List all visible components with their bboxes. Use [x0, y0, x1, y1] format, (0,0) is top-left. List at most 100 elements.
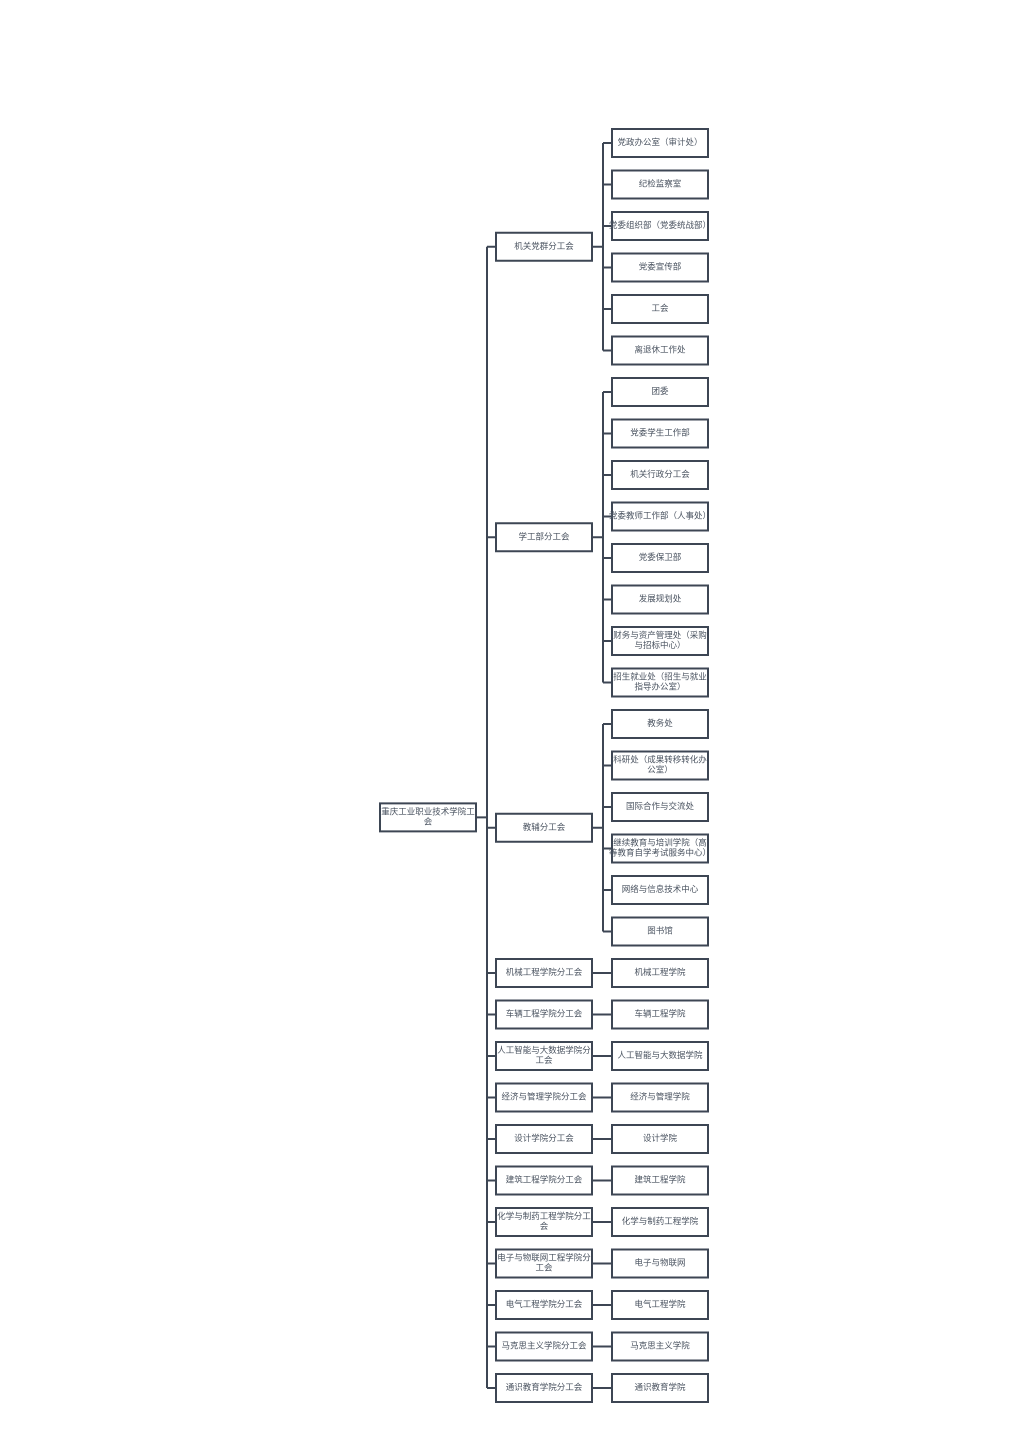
department-node[interactable]: 工会: [611, 294, 709, 324]
department-node[interactable]: 党委保卫部: [611, 543, 709, 573]
branch-node-box: [495, 1373, 593, 1403]
department-node[interactable]: 机械工程学院: [611, 958, 709, 988]
branch-node-label: 经济与管理学院分工会: [501, 1092, 587, 1103]
department-node-box: [611, 1331, 709, 1362]
department-node[interactable]: 设计学院: [611, 1124, 709, 1154]
branch-node-box: [495, 1248, 593, 1279]
department-node-label: 化学与制药工程学院: [622, 1216, 699, 1227]
department-node[interactable]: 党政办公室（审计处）: [611, 128, 709, 158]
department-node-box: [611, 1041, 709, 1071]
branch-node-label: 机械工程学院分工会: [506, 967, 583, 978]
branch-node[interactable]: 车辆工程学院分工会: [495, 999, 593, 1030]
department-node[interactable]: 经济与管理学院: [611, 1082, 709, 1113]
department-node[interactable]: 离退休工作处: [611, 335, 709, 366]
branch-node-label: 工会: [535, 1055, 553, 1066]
branch-node-box: [495, 1124, 593, 1154]
department-node-box: [611, 833, 709, 864]
department-node[interactable]: 团委: [611, 377, 709, 407]
branch-node-box: [495, 1082, 593, 1113]
root-node-box: [379, 802, 477, 833]
department-node-box: [611, 709, 709, 739]
department-node[interactable]: 化学与制药工程学院: [611, 1207, 709, 1237]
department-node-label: 电子与物联网: [634, 1258, 685, 1269]
department-node[interactable]: 党委宣传部: [611, 252, 709, 283]
branch-node[interactable]: 建筑工程学院分工会: [495, 1165, 593, 1196]
branch-node[interactable]: 经济与管理学院分工会: [495, 1082, 593, 1113]
department-node[interactable]: 车辆工程学院: [611, 999, 709, 1030]
department-node-box: [611, 667, 709, 698]
department-node-label: 马克思主义学院: [630, 1341, 690, 1352]
department-node[interactable]: 党委学生工作部: [611, 418, 709, 449]
branch-node[interactable]: 马克思主义学院分工会: [495, 1331, 593, 1362]
department-node-box: [611, 128, 709, 158]
department-node-box: [611, 792, 709, 822]
department-node-box: [611, 1082, 709, 1113]
department-node-box: [611, 211, 709, 241]
department-node-label: 机关行政分工会: [630, 469, 690, 480]
branch-node[interactable]: 通识教育学院分工会: [495, 1373, 593, 1403]
department-node-box: [611, 377, 709, 407]
department-node[interactable]: 国际合作与交流处: [611, 792, 709, 822]
department-node[interactable]: 通识教育学院: [611, 1373, 709, 1403]
branch-node-label: 人工智能与大数据学院分: [497, 1045, 591, 1056]
department-node[interactable]: 党委教师工作部（人事处）: [609, 501, 711, 532]
branch-node[interactable]: 设计学院分工会: [495, 1124, 593, 1154]
department-node-label: 科研处（成果转移转化办: [613, 755, 707, 766]
department-node-label: 党委组织部（党委统战部）: [609, 220, 711, 231]
department-node-label: 发展规划处: [639, 594, 682, 605]
branch-node-label: 机关党群分工会: [514, 241, 574, 252]
branch-node[interactable]: 机械工程学院分工会: [495, 958, 593, 988]
department-node[interactable]: 人工智能与大数据学院: [611, 1041, 709, 1071]
department-node-label: 图书馆: [647, 926, 673, 937]
department-node-box: [611, 418, 709, 449]
department-node-label: 党委保卫部: [639, 552, 682, 563]
department-node-label: 经济与管理学院: [630, 1092, 690, 1103]
department-node-label: 公室）: [647, 765, 673, 776]
department-node-box: [611, 958, 709, 988]
department-node[interactable]: 党委组织部（党委统战部）: [609, 211, 711, 241]
department-node[interactable]: 建筑工程学院: [611, 1165, 709, 1196]
department-node[interactable]: 网络与信息技术中心: [611, 875, 709, 905]
department-node[interactable]: 图书馆: [611, 916, 709, 947]
department-node[interactable]: 电气工程学院: [611, 1290, 709, 1320]
branch-node-label: 工会: [535, 1263, 553, 1274]
department-node-label: 团委: [651, 386, 669, 397]
branch-node[interactable]: 教辅分工会: [495, 812, 593, 843]
department-node[interactable]: 电子与物联网: [611, 1248, 709, 1279]
department-node[interactable]: 教务处: [611, 709, 709, 739]
department-node-label: 指导办公室）: [634, 682, 685, 693]
branch-node-label: 学工部分工会: [518, 531, 570, 542]
department-node-label: 纪检监察室: [639, 179, 682, 190]
branch-node-box: [495, 812, 593, 843]
department-node-box: [611, 1207, 709, 1237]
branch-node[interactable]: 学工部分工会: [495, 522, 593, 553]
department-node-box: [611, 501, 709, 532]
branch-node-label: 电子与物联网工程学院分: [497, 1253, 591, 1264]
department-node[interactable]: 机关行政分工会: [611, 460, 709, 490]
branch-node-label: 通识教育学院分工会: [506, 1382, 583, 1393]
department-node[interactable]: 马克思主义学院: [611, 1331, 709, 1362]
department-node-label: 建筑工程学院: [634, 1175, 686, 1186]
branch-node[interactable]: 机关党群分工会: [495, 231, 593, 262]
department-node-box: [611, 626, 709, 656]
department-node[interactable]: 纪检监察室: [611, 169, 709, 200]
department-node[interactable]: 发展规划处: [611, 584, 709, 615]
branch-node[interactable]: 电气工程学院分工会: [495, 1290, 593, 1320]
branch-node-box: [495, 958, 593, 988]
branch-node-label: 电气工程学院分工会: [506, 1299, 583, 1310]
department-node-box: [611, 1124, 709, 1154]
department-node-label: 党委教师工作部（人事处）: [609, 511, 711, 522]
department-node-label: 财务与资产管理处（采购: [613, 630, 707, 641]
department-node-box: [611, 916, 709, 947]
department-node-label: 设计学院: [643, 1133, 678, 1144]
department-node-label: 国际合作与交流处: [626, 801, 695, 812]
department-node-box: [611, 1165, 709, 1196]
